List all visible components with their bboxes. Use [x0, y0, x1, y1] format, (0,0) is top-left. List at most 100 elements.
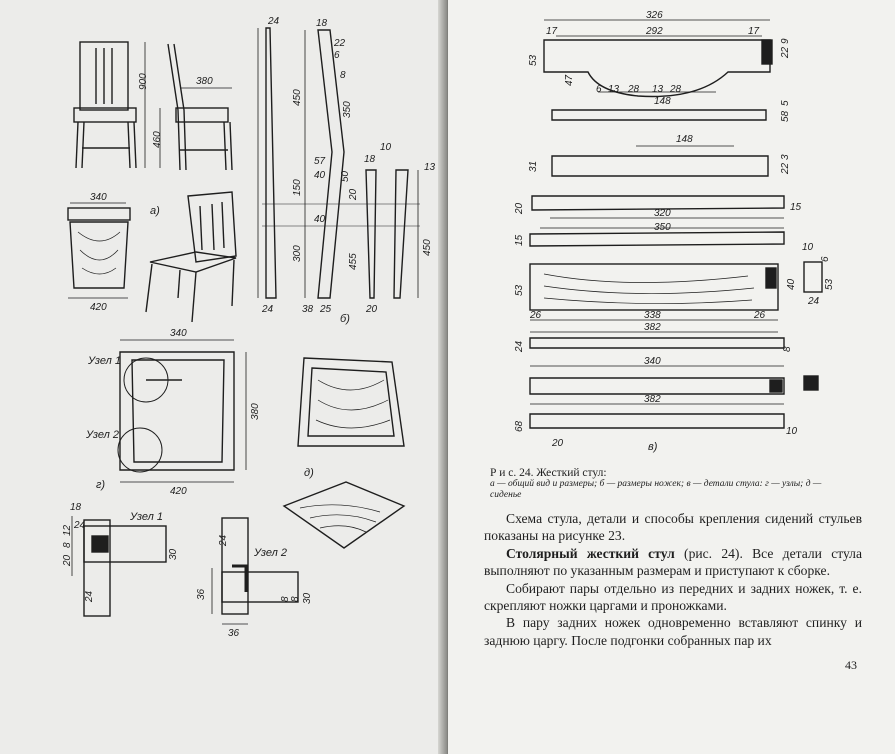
dimension-label: 24 — [267, 16, 280, 27]
dimension-label: 38 — [302, 304, 314, 315]
dimension-label: 10 — [802, 242, 814, 253]
frame-view — [117, 339, 247, 483]
dimension-label: 22 — [333, 38, 346, 49]
dimension-label: 326 — [646, 10, 663, 21]
dimension-label: 6 — [596, 84, 602, 95]
joint-uzel-1 — [71, 516, 167, 617]
dimension-label: 13 — [424, 162, 436, 173]
chair-side-view — [167, 43, 233, 171]
dimension-label: 13 — [608, 84, 620, 95]
dimension-label: 24 — [807, 296, 820, 307]
dimension-label: 18 — [364, 154, 376, 165]
dimension-label: 8 — [280, 596, 291, 602]
dimension-label: 10 — [380, 142, 392, 153]
dimension-label: 28 — [669, 84, 682, 95]
dimension-label: 420 — [170, 486, 187, 497]
dimension-label: 460 — [152, 131, 163, 148]
dimension-label: 20 — [365, 304, 378, 315]
dimension-label: 28 — [627, 84, 640, 95]
dimension-label: 40 — [786, 278, 797, 290]
dimension-label: 53 — [824, 278, 835, 290]
dimension-label: 10 — [786, 426, 798, 437]
dimension-label: 31 — [528, 161, 539, 172]
dimension-label: 450 — [422, 239, 433, 256]
dimension-label: 47 — [564, 74, 575, 86]
dimension-label: 22 — [780, 46, 791, 59]
dimension-label: 148 — [654, 96, 671, 107]
dimension-label: 382 — [644, 322, 661, 333]
dimension-label: 6 — [820, 256, 831, 262]
dimension-label: 20 — [514, 202, 525, 215]
dimension-label: 450 — [292, 89, 303, 106]
dimension-label: 5 — [780, 100, 791, 106]
dimension-label: 8 — [62, 542, 73, 548]
dimension-label: 320 — [654, 208, 671, 219]
dimension-label: 340 — [644, 356, 661, 367]
legs-profile — [257, 27, 420, 299]
left-page: а) б) г) д) Узел 1 Узел 2 Узел 1 Узел 2 … — [0, 0, 443, 754]
dimension-label: 9 — [780, 38, 791, 44]
dimension-label: 22 — [780, 162, 791, 175]
dimension-label: 30 — [168, 548, 179, 560]
node-label-2: Узел 2 — [253, 547, 287, 559]
paragraph: Схема стула, детали и способы крепления … — [484, 511, 862, 544]
dimension-label: 8 — [782, 346, 793, 352]
dimension-label: 380 — [196, 76, 213, 87]
node-label-2-on-frame: Узел 2 — [85, 429, 119, 441]
node-label-1: Узел 1 — [129, 511, 163, 523]
dimension-label: 17 — [546, 26, 558, 37]
chair-front-view — [73, 41, 137, 169]
view-label-v: в) — [648, 441, 658, 453]
view-label-a: а) — [150, 205, 160, 217]
figure-24-left-drawings: а) б) г) д) Узел 1 Узел 2 Узел 1 Узел 2 … — [62, 16, 436, 639]
figure-caption-legend: а — общий вид и размеры; б — размеры нож… — [490, 479, 822, 500]
right-page: 326 17 292 17 53 47 6 13 28 13 28 148 22… — [448, 0, 895, 754]
view-label-d: д) — [304, 467, 314, 479]
dimension-label: 24 — [218, 534, 229, 547]
dimension-label: 25 — [319, 304, 332, 315]
dimension-labels-right: 326 17 292 17 53 47 6 13 28 13 28 148 22… — [514, 10, 835, 449]
dimension-label: 900 — [138, 73, 149, 90]
dimension-label: 340 — [90, 192, 107, 203]
dimension-label: 300 — [292, 245, 303, 262]
figure-caption: Р и с. 24. Жесткий стул: а — общий вид и… — [490, 467, 830, 501]
view-label-g: г) — [96, 479, 105, 491]
chair-perspective — [145, 191, 237, 323]
dimension-label: 26 — [753, 310, 766, 321]
dimension-label: 57 — [314, 156, 326, 167]
dimension-label: 20 — [551, 438, 564, 449]
body-text: Схема стула, детали и способы крепления … — [484, 510, 862, 649]
dimension-label: 30 — [302, 592, 313, 604]
dimension-label: 350 — [342, 101, 353, 118]
dimension-label: 24 — [73, 520, 86, 531]
dimension-label: 24 — [84, 590, 95, 603]
dimension-label: 13 — [652, 84, 664, 95]
dimension-label: 382 — [644, 394, 661, 405]
dimension-label: 20 — [348, 188, 359, 201]
dimension-label: 3 — [780, 154, 791, 160]
dimension-label: 338 — [644, 310, 661, 321]
seat-drawing — [282, 357, 406, 549]
dimension-label: 12 — [62, 524, 73, 536]
dimension-label: 20 — [62, 554, 73, 567]
dimension-label: 53 — [528, 54, 539, 66]
dimension-label: 17 — [748, 26, 760, 37]
dimension-label: 50 — [340, 170, 351, 182]
dimension-label: 420 — [90, 302, 107, 313]
dimension-label: 68 — [514, 420, 525, 432]
paragraph: Собирают пары отдельно из передних и зад… — [484, 580, 862, 614]
dimension-label: 8 — [340, 70, 346, 81]
dimension-label: 24 — [261, 304, 274, 315]
dimension-label: 15 — [514, 234, 525, 246]
dimension-label: 18 — [316, 18, 328, 29]
dimension-label: 380 — [250, 403, 261, 420]
dimension-label: 6 — [334, 50, 340, 61]
dimension-label: 350 — [654, 222, 671, 233]
dimension-label: 292 — [645, 26, 663, 37]
dimension-label: 8 — [290, 596, 301, 602]
page-number: 43 — [845, 658, 857, 672]
dimension-label: 18 — [70, 502, 82, 513]
dimension-label: 26 — [529, 310, 542, 321]
figure-caption-title: Р и с. 24. Жесткий стул: — [490, 467, 607, 479]
dimension-label: 40 — [314, 170, 326, 181]
